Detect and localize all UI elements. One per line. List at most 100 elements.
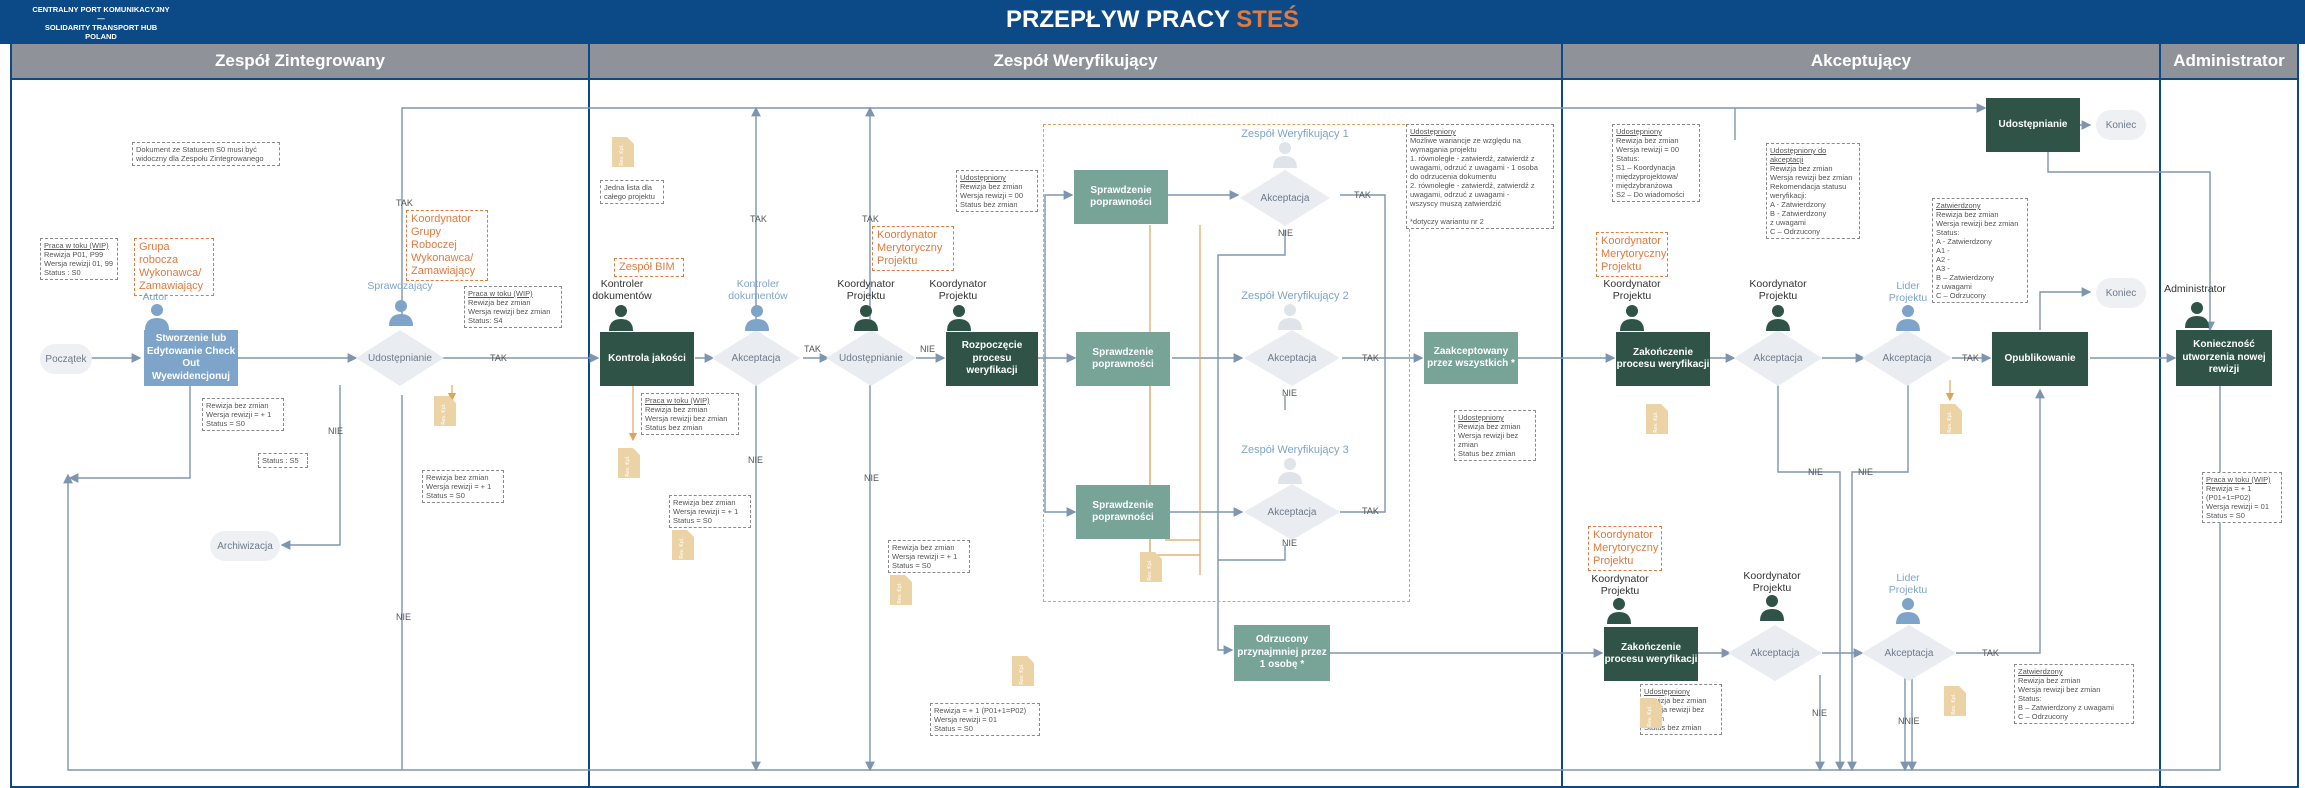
note-title: Zatwierdzony — [2018, 667, 2063, 676]
end-terminal-1[interactable]: Koniec — [2096, 110, 2146, 140]
note-koordynator-merytoryczny-1: Koordynator Merytoryczny Projektu — [872, 226, 954, 271]
decision-label: Akceptacja — [1884, 647, 1934, 659]
quality-control-box[interactable]: Kontrola jakości — [600, 332, 694, 386]
decision-label: Akceptacja — [1267, 352, 1317, 364]
document-icon: Rev. Kpl. — [1944, 686, 1966, 716]
lane-header: Akceptujący — [1563, 44, 2159, 80]
decision-label: Udostępnianie — [368, 352, 432, 364]
end-terminal-2[interactable]: Koniec — [2096, 278, 2146, 308]
decision-label: Akceptacja — [1750, 647, 1800, 659]
team1-accept-decision[interactable]: Akceptacja — [1240, 170, 1330, 226]
flow-label-tak: TAK — [750, 214, 767, 224]
flow-label-tak: TAK — [1354, 190, 1371, 200]
share-decision-1[interactable]: Udostępnianie — [356, 330, 444, 386]
team2-accept-decision[interactable]: Akceptacja — [1244, 330, 1340, 386]
document-icon: Rev. Kpl. — [1646, 404, 1668, 434]
flow-label-nie: NIE — [396, 612, 412, 622]
role-koordynator-projektu: Koordynator Projektu — [1591, 573, 1649, 597]
logo-line3: POLAND — [85, 32, 117, 41]
finish-verification-box-2[interactable]: Zakończenie procesu weryfikacji — [1604, 627, 1698, 681]
note-wip-1: Praca w toku (WIP)Rewizja P01, P99 Wersj… — [40, 238, 118, 280]
role-koordynator-projektu: Koordynator Projektu — [1603, 278, 1661, 302]
header-bar: CENTRALNY PORT KOMUNIKACYJNY — SOLIDARIT… — [0, 0, 2305, 44]
lane-administrator: Administrator — [2159, 44, 2299, 788]
note-zespol-bim: Zespół BIM — [614, 258, 684, 277]
company-logo: CENTRALNY PORT KOMUNIKACYJNY — SOLIDARIT… — [6, 5, 196, 41]
document-icon: Rev. Kpl. — [434, 396, 456, 426]
rejected-by-one-box[interactable]: Odrzucony przynajmniej przez 1 osobę * — [1234, 625, 1330, 681]
note-title: Udostępniony — [960, 173, 1006, 182]
person-icon — [947, 305, 971, 331]
flow-label-nie: NIE — [1278, 228, 1294, 238]
team-2-label: Zespół Weryfikujący 2 — [1241, 290, 1349, 302]
team-3-label: Zespół Weryfikujący 3 — [1241, 444, 1349, 456]
publish-box[interactable]: Opublikowanie — [1992, 332, 2088, 386]
person-icon — [1607, 598, 1631, 624]
accepted-by-all-box[interactable]: Zaakceptowany przez wszystkich * — [1424, 332, 1518, 384]
check-box-1[interactable]: Sprawdzenie poprawności — [1074, 170, 1168, 224]
note-title: Udostępniony — [1644, 687, 1690, 696]
document-icon: Rev. Kpl. — [1012, 656, 1034, 686]
note-title: Praca w toku (WIP) — [645, 396, 710, 405]
person-icon — [1766, 305, 1790, 331]
flow-label-tak: TAK — [1982, 648, 1999, 658]
share-box[interactable]: Udostępnianie — [1986, 98, 2080, 152]
note-body: Rewizja = + 1 (P01+1=P02) Wersja rewizji… — [2206, 484, 2270, 520]
flow-label-tak: TAK — [862, 214, 879, 224]
person-icon — [1896, 305, 1920, 331]
lp-accept-decision-1[interactable]: Akceptacja — [1862, 330, 1952, 386]
note-wip-2: Praca w toku (WIP)Rewizja bez zmian Wers… — [464, 286, 562, 328]
flow-label-tak: TAK — [396, 198, 413, 208]
share-decision-2[interactable]: Udostępnianie — [826, 330, 916, 386]
create-edit-box[interactable]: Stworzenie lub Edytowanie Check Out Wyew… — [144, 330, 238, 386]
check-box-3[interactable]: Sprawdzenie poprawności — [1076, 485, 1170, 539]
note-grupa-robocza: Grupa robocza Wykonawca/ Zamawiający — [134, 238, 214, 296]
person-icon — [145, 304, 169, 330]
note-revision-increment-4: Rewizja bez zmian Wersja rewizji = + 1 S… — [888, 540, 970, 573]
new-revision-box[interactable]: Konieczność utworzenia nowej rewizji — [2176, 330, 2272, 386]
document-icon: Rev. Kpl. — [1140, 552, 1162, 582]
person-icon — [609, 305, 633, 331]
archive-terminal[interactable]: Archiwizacja — [210, 531, 280, 561]
note-body: Rewizja bez zmian Wersja rewizji = 00 St… — [960, 182, 1024, 209]
kd-accept-decision[interactable]: Akceptacja — [712, 330, 800, 386]
check-box-2[interactable]: Sprawdzenie poprawności — [1076, 332, 1170, 386]
decision-label: Udostępnianie — [839, 352, 903, 364]
start-terminal[interactable]: Początek — [40, 344, 92, 374]
flow-label-nie: NIE — [1858, 467, 1874, 477]
note-title: Praca w toku (WIP) — [2206, 475, 2271, 484]
document-icon: Rev. Kpl. — [618, 448, 640, 478]
document-label: Rev. Kpl. — [1951, 693, 1957, 715]
note-revision-p02: Rewizja = + 1 (P01+1=P02) Wersja rewizji… — [930, 703, 1040, 736]
note-revision-increment-3: Rewizja bez zmian Wersja rewizji = + 1 S… — [669, 495, 751, 528]
kp-accept-decision-1[interactable]: Akceptacja — [1734, 330, 1822, 386]
lane-header: Administrator — [2161, 44, 2297, 80]
person-icon — [1620, 305, 1644, 331]
flow-label-nie: NIE — [328, 426, 344, 436]
role-kontroler-dokumentow: Kontroler dokumentów — [592, 278, 652, 302]
lane-header: Zespół Zintegrowany — [12, 44, 588, 80]
team3-accept-decision[interactable]: Akceptacja — [1244, 484, 1340, 540]
note-body: Rewizja bez zmian Wersja rewizji bez zmi… — [1458, 422, 1521, 458]
note-body: Rewizja bez zmian Wersja rewizji bez zmi… — [468, 298, 551, 325]
role-koordynator-projektu: Koordynator Projektu — [837, 278, 895, 302]
flow-label-nie: NIE — [1282, 538, 1298, 548]
start-verification-box[interactable]: Rozpoczęcie procesu weryfikacji — [946, 332, 1038, 386]
lane-header: Zespół Weryfikujący — [590, 44, 1561, 80]
role-lider-projektu: Lider Projektu — [1888, 280, 1928, 304]
decision-label: Akceptacja — [1260, 192, 1310, 204]
note-body: Rewizja bez zmian Wersja rewizji bez zmi… — [1936, 210, 2019, 300]
note-koordynator-merytoryczny-2: Koordynator Merytoryczny Projektu — [1596, 232, 1668, 277]
lane-akceptujacy: Akceptujący — [1561, 44, 2161, 788]
lp-accept-decision-2[interactable]: Akceptacja — [1862, 625, 1956, 681]
document-label: Rev. Kpl. — [1653, 411, 1659, 433]
finish-verification-box-1[interactable]: Zakończenie procesu weryfikacji — [1616, 332, 1710, 386]
kp-accept-decision-2[interactable]: Akceptacja — [1728, 625, 1822, 681]
logo-line1: CENTRALNY PORT KOMUNIKACYJNY — [32, 5, 170, 14]
flow-label-tak: TAK — [1362, 506, 1379, 516]
role-autor: Autor — [142, 291, 168, 303]
